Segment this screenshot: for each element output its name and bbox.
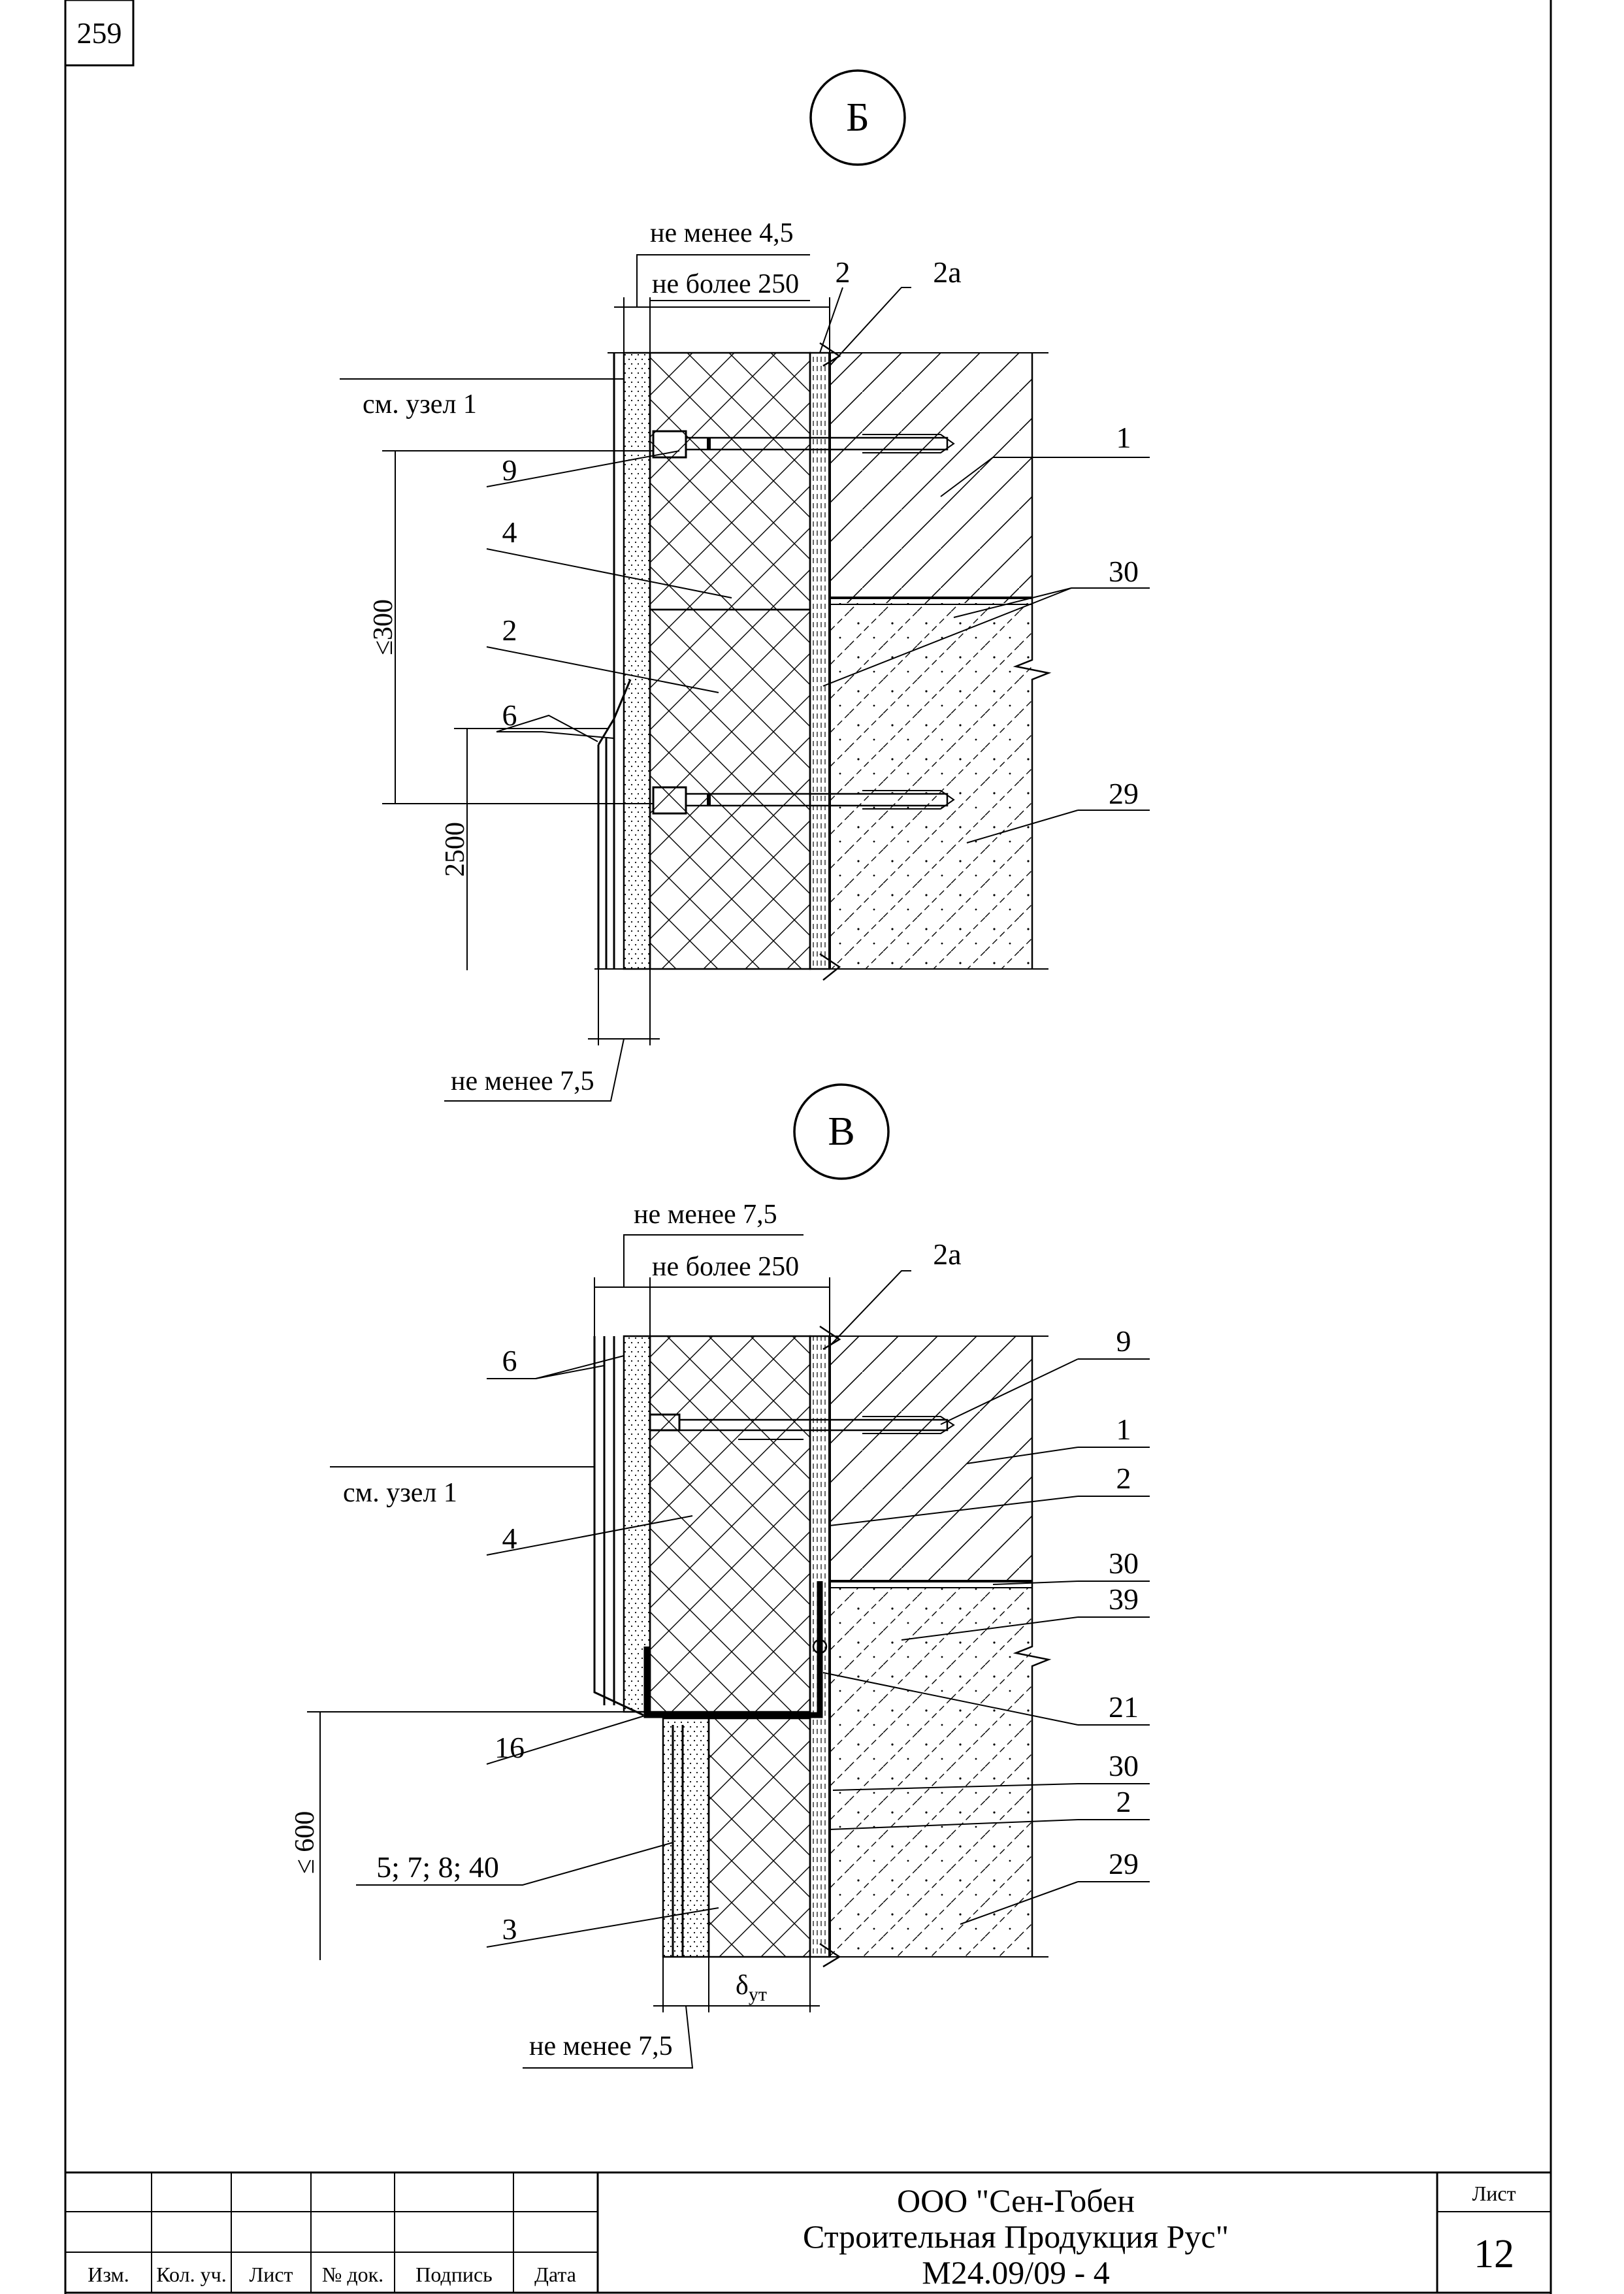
- v-callout-29: 29: [1109, 1847, 1139, 1880]
- floor-slab-v: [830, 1588, 1032, 1957]
- plinth-finish-v: [662, 1717, 710, 1958]
- b-callout-2a: 2а: [933, 255, 961, 289]
- insulation-upper-v: [649, 1335, 811, 1713]
- tb-sheet-label: Лист: [1472, 2182, 1516, 2205]
- v-callout-39: 39: [1109, 1582, 1139, 1616]
- tb-col-date: Дата: [534, 2263, 576, 2286]
- floor-slab: [830, 603, 1032, 969]
- tb-col-izm: Изм.: [88, 2263, 129, 2286]
- v-dim-bottom: [523, 1957, 820, 2069]
- section-v: В: [290, 1083, 1150, 2069]
- tb-col-sign: Подпись: [415, 2263, 493, 2286]
- insulation-board-lower: [649, 608, 811, 970]
- tb-company-line2: Строительная Продукция Рус": [803, 2218, 1229, 2255]
- b-dim-top1: не менее 4,5: [650, 218, 794, 248]
- b-dim-300: [382, 450, 653, 804]
- v-callout-21: 21: [1109, 1690, 1139, 1724]
- v-dim-600: [307, 1711, 647, 1960]
- b-dim-bottom-label: не менее 7,5: [451, 1066, 594, 1096]
- v-ref-note: см. узел 1: [343, 1478, 457, 1508]
- v-dim-600-label: ≤ 600: [290, 1811, 320, 1875]
- b-callout-2-mid: 2: [502, 614, 517, 647]
- v-leaders: [356, 1270, 1150, 1948]
- glue-layer: [809, 352, 831, 970]
- b-callout-6: 6: [502, 698, 517, 732]
- b-leaders: [486, 287, 1150, 844]
- title-block: [65, 2171, 1551, 2293]
- b-callout-2-top: 2: [836, 255, 851, 289]
- v-callout-16: 16: [495, 1731, 525, 1764]
- anchor-lower: [652, 786, 955, 815]
- b-dim-top2: не более 250: [652, 269, 799, 299]
- v-dim-top1: не менее 7,5: [634, 1200, 777, 1230]
- v-callout-2-lower: 2: [1116, 1785, 1131, 1818]
- top-sheet-number: 259: [77, 16, 122, 50]
- insulation-board-upper: [649, 352, 811, 611]
- base-wall: [830, 353, 1032, 603]
- section-b-marker: Б: [846, 95, 869, 140]
- profile-fixing-v: [812, 1639, 828, 1654]
- tb-sheet-value: 12: [1474, 2232, 1514, 2276]
- b-dim-300-label: ≤300: [368, 599, 398, 655]
- v-callout-30-upper: 30: [1109, 1547, 1139, 1580]
- v-callout-30-lower: 30: [1109, 1749, 1139, 1782]
- b-callout-1: 1: [1116, 421, 1131, 454]
- starter-profile-v: [643, 1581, 823, 1718]
- b-dim-bottom: [444, 969, 660, 1102]
- v-dim-bottom-label: не менее 7,5: [529, 2031, 673, 2061]
- insulation-plinth-v: [707, 1717, 811, 1958]
- v-top-dimensions: [594, 1234, 830, 1336]
- section-b-marker-circle: [809, 69, 906, 166]
- reinforcement-step: [597, 679, 632, 746]
- b-dim-2500: [454, 728, 608, 970]
- v-delta-sub: ут: [749, 1984, 767, 2005]
- v-callout-2a: 2а: [933, 1237, 961, 1271]
- b-dim-2500-label: 2500: [440, 822, 470, 877]
- v-dim-top2: не более 250: [652, 1252, 799, 1282]
- base-plaster-v: [623, 1335, 651, 1713]
- sheet-frame: [64, 0, 1552, 2294]
- tb-col-list: Лист: [249, 2263, 293, 2286]
- section-b: Б: [340, 69, 1150, 1102]
- b-callout-29: 29: [1109, 777, 1139, 810]
- v-callout-2-upper: 2: [1116, 1462, 1131, 1495]
- base-plaster: [623, 352, 651, 970]
- top-sheet-number-box: 259: [64, 0, 135, 67]
- v-callout-6: 6: [502, 1344, 517, 1377]
- tb-col-doc: № док.: [322, 2263, 383, 2286]
- svg-text:δут: δут: [736, 1971, 767, 2005]
- tb-doc-code: М24.09/09 - 4: [922, 2254, 1110, 2291]
- v-callout-3: 3: [502, 1912, 517, 1946]
- section-v-marker: В: [828, 1109, 854, 1154]
- anchor-v: [649, 1413, 955, 1440]
- tb-col-kol: Кол. уч.: [156, 2263, 226, 2286]
- v-callout-9: 9: [1116, 1324, 1131, 1358]
- b-callout-4: 4: [502, 516, 517, 549]
- b-ref-note: см. узел 1: [363, 389, 477, 419]
- v-callout-4: 4: [502, 1522, 517, 1555]
- section-v-marker-circle: [793, 1083, 890, 1180]
- tb-company-line1: ООО "Сен-Гобен: [897, 2182, 1135, 2219]
- section-b-top-dimensions: [614, 254, 830, 353]
- b-callout-30: 30: [1109, 555, 1139, 588]
- anchor-upper: [652, 430, 955, 459]
- v-callout-5-7-8-40: 5; 7; 8; 40: [376, 1850, 499, 1884]
- wall-right-edge-v: [1013, 1336, 1052, 1957]
- v-delta: δ: [736, 1971, 749, 2001]
- v-callout-1: 1: [1116, 1413, 1131, 1446]
- b-callout-9: 9: [502, 453, 517, 487]
- wall-right-edge: [1013, 353, 1052, 969]
